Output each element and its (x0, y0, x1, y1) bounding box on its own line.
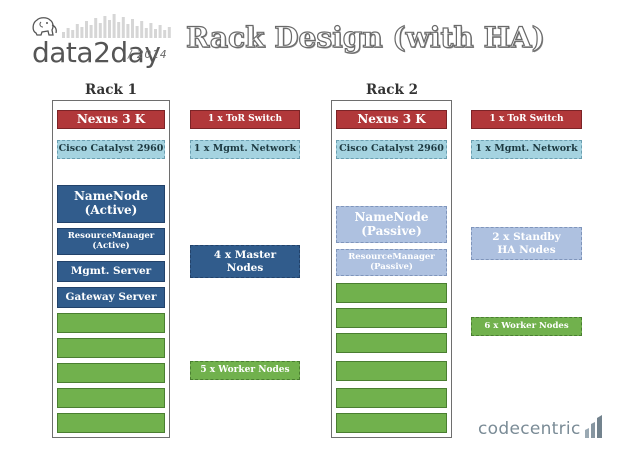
equalizer-bar (62, 32, 65, 38)
elephant-icon (32, 17, 57, 36)
rack2-nexus-switch: Nexus 3 K (336, 110, 447, 129)
equalizer-bar (71, 30, 75, 38)
rack1-worker-node (57, 413, 165, 433)
equalizer-bar (144, 28, 148, 38)
codecentric-brand: codecentric (478, 419, 581, 439)
rack2-namenode-passive: NameNode (Passive) (336, 206, 447, 243)
rack1-resourcemanager-active: ResourceManager (Active) (57, 228, 165, 255)
rack1-mgmt-server: Mgmt. Server (57, 261, 165, 282)
rack1-namenode-line1: NameNode (73, 189, 149, 204)
rack1-gateway-server: Gateway Server (57, 287, 165, 308)
rack2-catalyst-switch: Cisco Catalyst 2960 (336, 140, 447, 159)
equalizer-bar (158, 25, 162, 38)
rack2-rm-line1: ResourceManager (348, 251, 435, 262)
equalizer-bar (131, 19, 134, 38)
equalizer-bar (121, 17, 125, 38)
rack1-worker-node (57, 313, 165, 333)
rack2-namenode-line2: (Passive) (361, 223, 422, 238)
rack2-label: Rack 2 (366, 82, 418, 98)
rack2-legend-worker-nodes: 6 x Worker Nodes (471, 317, 582, 336)
equalizer-bar (117, 22, 121, 38)
rack2-worker-node (336, 361, 447, 381)
rack2-resourcemanager-passive: ResourceManager (Passive) (336, 249, 447, 276)
rack1-legend-master-nodes: 4 x Master Nodes (190, 245, 300, 278)
equalizer-bar (154, 29, 157, 38)
equalizer-bar (89, 25, 93, 38)
equalizer-bar (80, 27, 84, 38)
equalizer-bar (98, 23, 102, 38)
logo-text: data2day (32, 36, 161, 69)
equalizer-bar (163, 30, 167, 38)
rack2-worker-node (336, 388, 447, 408)
rack1-rm-line1: ResourceManager (67, 230, 155, 241)
rack2-worker-node (336, 283, 447, 303)
rack1-rm-line2: (Active) (92, 240, 130, 251)
rack1-worker-node (57, 338, 165, 358)
rack2-worker-node (336, 333, 447, 353)
rack1-label: Rack 1 (85, 82, 137, 98)
logo-year: / 2014 (128, 49, 168, 61)
equalizer-bar (167, 27, 171, 38)
rack1-catalyst-switch: Cisco Catalyst 2960 (57, 140, 165, 159)
rack1-legend-master-line2: Nodes (226, 261, 264, 274)
rack2-legend-tor-switch: 1 x ToR Switch (471, 110, 582, 129)
equalizer-bar (149, 23, 153, 38)
rack1-worker-node (57, 388, 165, 408)
equalizer-bar (85, 21, 88, 38)
rack2-worker-node (336, 413, 447, 433)
equalizer-bar (112, 14, 116, 38)
codecentric-logo-icon (585, 415, 602, 438)
rack2-legend-standby-line2: HA Nodes (497, 243, 556, 256)
rack2-worker-node (336, 308, 447, 328)
page-title: Rack Design (with HA) (185, 20, 545, 54)
equalizer-bar (94, 18, 98, 38)
equalizer-bars-icon (62, 14, 171, 38)
rack1-worker-node (57, 363, 165, 383)
rack1-legend-master-line1: 4 x Master (213, 249, 277, 262)
equalizer-bar (140, 21, 144, 38)
equalizer-bar (103, 16, 107, 38)
rack1-legend-worker-nodes: 5 x Worker Nodes (190, 361, 300, 380)
rack2-legend-mgmt-network: 1 x Mgmt. Network (471, 140, 582, 159)
rack1-nexus-switch: Nexus 3 K (57, 110, 165, 129)
rack1-namenode-line2: (Active) (84, 203, 138, 217)
rack1-namenode-active: NameNode (Active) (57, 185, 165, 223)
rack2-legend-standby-line1: 2 x Standby (492, 231, 561, 244)
equalizer-bar (75, 24, 79, 38)
rack2-namenode-line1: NameNode (354, 209, 429, 224)
equalizer-bar (135, 26, 139, 38)
rack2-legend-standby-ha-nodes: 2 x Standby HA Nodes (471, 227, 582, 260)
equalizer-bar (126, 24, 130, 38)
rack1-legend-tor-switch: 1 x ToR Switch (190, 110, 300, 129)
equalizer-bar (66, 28, 70, 38)
rack1-legend-mgmt-network: 1 x Mgmt. Network (190, 140, 300, 159)
rack2-rm-line2: (Passive) (370, 261, 413, 272)
equalizer-bar (108, 20, 111, 38)
